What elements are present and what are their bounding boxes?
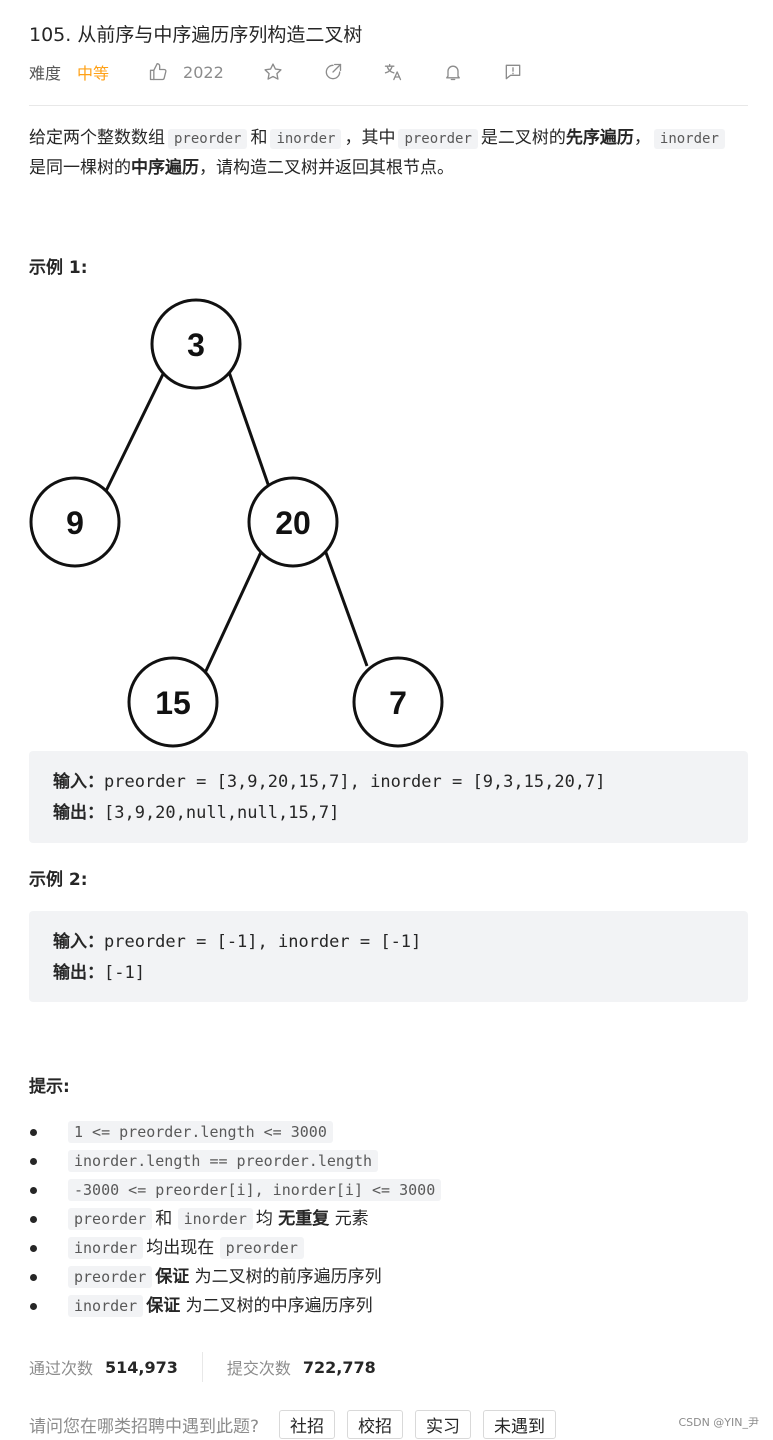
problem-title: 105. 从前序与中序遍历序列构造二叉树: [29, 24, 363, 46]
desc-text: ，请构造二叉树并返回其根节点。: [199, 158, 454, 178]
tree-node-circle: [352, 656, 444, 748]
desc-text: ，: [633, 128, 651, 148]
desc-text: ，其中: [344, 128, 396, 148]
tree-edge: [203, 551, 263, 674]
submitted-count: 722,778: [302, 1357, 376, 1377]
header-divider: [29, 105, 748, 106]
hint-text: 均: [255, 1209, 273, 1229]
tree-node-circle: [127, 656, 219, 748]
example-1-heading: 示例 1:: [29, 258, 88, 278]
hint-code: inorder: [68, 1237, 144, 1259]
tree-edge: [227, 371, 271, 488]
hint-code: inorder: [177, 1208, 253, 1230]
hint-code: 1 <= preorder.length <= 3000: [68, 1121, 333, 1143]
code-inorder: inorder: [653, 129, 725, 149]
tree-node-circle: [150, 298, 242, 390]
stats-divider: [201, 1352, 203, 1382]
difficulty-label: 难度: [29, 64, 62, 83]
hint-text: 为二叉树的中序遍历序列: [185, 1296, 373, 1316]
desc-bold: 先序遍历: [565, 128, 634, 148]
input-label: 输入：: [53, 932, 104, 952]
code-preorder: preorder: [168, 129, 248, 149]
desc-text: 是二叉树的: [480, 128, 566, 148]
tree-edge: [104, 369, 167, 492]
input-label: 输入：: [53, 772, 104, 792]
example-1-block: 输入：preorder = [3,9,20,15,7], inorder = […: [29, 751, 748, 843]
translate-icon[interactable]: [382, 61, 404, 83]
hint-text: 元素: [334, 1209, 369, 1229]
survey-option-campus[interactable]: 校招: [347, 1409, 404, 1439]
star-icon[interactable]: [262, 61, 284, 83]
desc-bold: 中序遍历: [131, 158, 199, 178]
tree-node-label: 7: [389, 685, 407, 721]
accepted-label: 通过次数: [29, 1359, 94, 1378]
example-output: [3,9,20,null,null,15,7]: [104, 803, 340, 823]
hint-code: -3000 <= preorder[i], inorder[i] <= 3000: [68, 1179, 442, 1201]
tree-node-label: 20: [275, 505, 311, 541]
tree-node-label: 9: [66, 505, 84, 541]
submission-stats: 通过次数 514,973 提交次数 722,778: [29, 1352, 376, 1382]
hint-bold: 保证: [146, 1296, 181, 1316]
like-button[interactable]: 2022: [147, 61, 224, 83]
hint-code: inorder: [68, 1295, 144, 1317]
list-item: 1 <= preorder.length <= 3000: [30, 1118, 748, 1147]
hints-heading: 提示:: [29, 1077, 70, 1097]
list-item: inorder.length == preorder.length: [30, 1147, 748, 1176]
example-output: [-1]: [104, 963, 145, 983]
example-input: preorder = [-1], inorder = [-1]: [104, 932, 422, 952]
example-2-heading: 示例 2:: [29, 870, 88, 890]
tree-edge: [323, 549, 369, 667]
watermark: CSDN @YIN_尹: [678, 1416, 759, 1429]
code-preorder: preorder: [398, 129, 478, 149]
desc-text: 给定两个整数数组: [29, 128, 165, 148]
like-count: 2022: [183, 62, 224, 82]
desc-text: 是同一棵树的: [29, 158, 131, 178]
survey-question: 请问您在哪类招聘中遇到此题?: [29, 1416, 260, 1437]
bell-icon[interactable]: [442, 61, 464, 83]
hint-bold: 保证: [155, 1267, 190, 1287]
hint-code: preorder: [219, 1237, 304, 1259]
hint-text: 为二叉树的前序遍历序列: [194, 1267, 382, 1287]
survey-option-not-encountered[interactable]: 未遇到: [483, 1409, 557, 1439]
submitted-label: 提交次数: [226, 1359, 291, 1378]
output-label: 输出：: [53, 963, 104, 983]
feedback-icon[interactable]: [502, 61, 524, 83]
tree-node-label: 15: [155, 685, 191, 721]
output-label: 输出：: [53, 803, 104, 823]
example-input: preorder = [3,9,20,15,7], inorder = [9,3…: [104, 772, 606, 792]
hint-code: preorder: [68, 1208, 153, 1230]
difficulty-badge: 中等: [77, 64, 110, 83]
desc-text: 和: [250, 128, 268, 148]
hint-code: inorder.length == preorder.length: [68, 1150, 379, 1172]
survey-option-social[interactable]: 社招: [279, 1409, 336, 1439]
binary-tree-diagram: 3 9 20 15 7: [29, 298, 444, 748]
hint-text: 和: [155, 1209, 173, 1229]
share-icon[interactable]: [322, 61, 344, 83]
example-2-block: 输入：preorder = [-1], inorder = [-1] 输出：[-…: [29, 911, 748, 1002]
tree-node-circle: [247, 476, 339, 568]
tree-node-circle: [29, 476, 121, 568]
hint-bold: 无重复: [278, 1209, 330, 1229]
interview-survey: 请问您在哪类招聘中遇到此题? 社招 校招 实习 未遇到: [29, 1408, 568, 1440]
hint-text: 均出现在: [146, 1238, 215, 1258]
tree-node-label: 3: [187, 327, 205, 363]
problem-meta-bar: 难度 中等 2022: [29, 58, 524, 86]
accepted-count: 514,973: [105, 1357, 178, 1377]
thumb-up-icon: [147, 61, 169, 83]
code-inorder: inorder: [270, 129, 342, 149]
survey-option-internship[interactable]: 实习: [415, 1409, 472, 1439]
hints-list: 1 <= preorder.length <= 3000 inorder.len…: [30, 1118, 748, 1321]
list-item: -3000 <= preorder[i], inorder[i] <= 3000: [30, 1176, 748, 1205]
hint-code: preorder: [68, 1266, 153, 1288]
